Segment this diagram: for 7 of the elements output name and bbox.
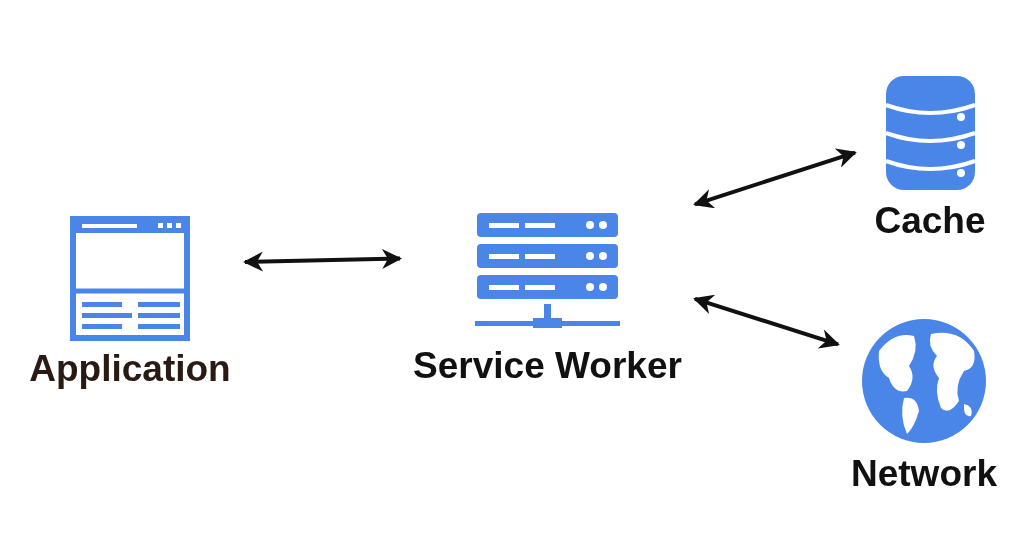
node-label: Network bbox=[851, 454, 997, 495]
node-label: Service Worker bbox=[413, 346, 682, 387]
node-label: Application bbox=[29, 349, 231, 390]
node-label: Cache bbox=[874, 201, 986, 242]
double-arrow bbox=[693, 148, 857, 209]
double-arrow bbox=[243, 249, 402, 272]
double-arrow bbox=[693, 294, 840, 349]
